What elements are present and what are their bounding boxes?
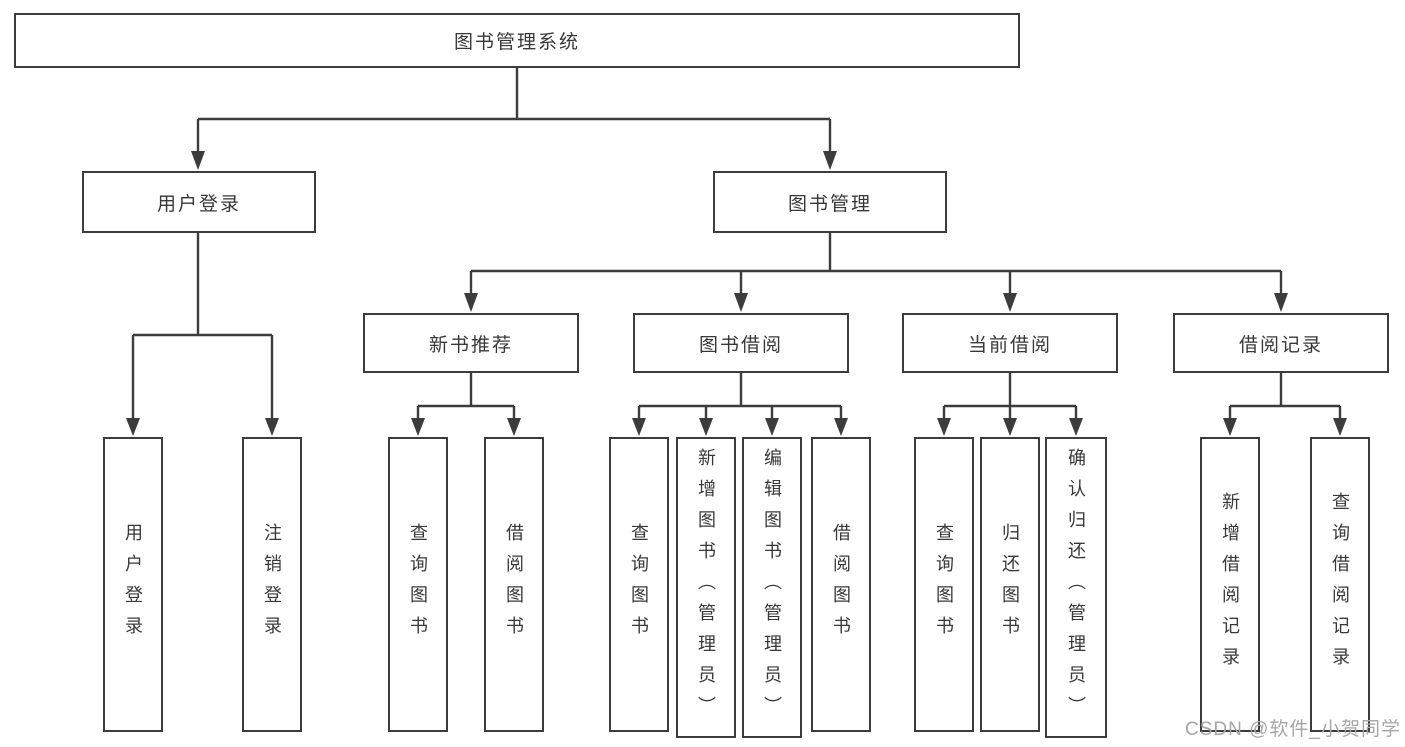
node-user-login-label: 用户登录 <box>156 193 241 215</box>
edge-records-to-leaves <box>1228 373 1342 419</box>
leaf-add-books-admin: 新增图书（管理员） <box>676 437 736 738</box>
edge-userlogin-to-leaves <box>131 233 274 419</box>
node-current-borrowing-label: 当前借阅 <box>967 334 1052 356</box>
edge-newrec-to-leaves <box>416 373 516 419</box>
leaf-query-books-borrowing: 查询图书 <box>609 437 669 732</box>
node-book-borrowing: 图书借阅 <box>633 313 849 373</box>
node-book-borrowing-label: 图书借阅 <box>698 334 783 356</box>
arrowheads <box>126 151 1347 436</box>
node-root-library-management-system: 图书管理系统 <box>14 13 1020 68</box>
leaf-logout: 注销登录 <box>242 437 302 732</box>
leaf-return-books: 归还图书 <box>980 437 1040 732</box>
edge-current-to-leaves <box>942 373 1078 419</box>
csdn-watermark: CSDN @软件_小贺同学 <box>1185 719 1401 740</box>
edge-borrowing-to-leaves <box>637 373 843 419</box>
leaf-query-borrow-record: 查询借阅记录 <box>1310 437 1370 732</box>
node-borrowing-records-label: 借阅记录 <box>1238 334 1323 356</box>
node-book-management-label: 图书管理 <box>787 193 872 215</box>
edge-bookmgmt-to-level3 <box>469 233 1283 295</box>
node-new-book-recommend-label: 新书推荐 <box>428 334 513 356</box>
leaf-user-login: 用户登录 <box>103 437 163 732</box>
leaf-confirm-return-admin: 确认归还（管理员） <box>1045 437 1107 738</box>
leaf-query-books-current: 查询图书 <box>914 437 974 732</box>
leaf-query-books-recommend: 查询图书 <box>388 437 448 732</box>
node-root-label: 图书管理系统 <box>453 32 580 53</box>
node-user-login: 用户登录 <box>82 171 316 233</box>
node-borrowing-records: 借阅记录 <box>1173 313 1389 373</box>
edge-root-to-level2 <box>196 68 832 153</box>
node-new-book-recommend: 新书推荐 <box>363 313 579 373</box>
leaf-edit-books-admin: 编辑图书（管理员） <box>742 437 802 738</box>
leaf-borrow-books-recommend: 借阅图书 <box>484 437 544 732</box>
node-current-borrowing: 当前借阅 <box>902 313 1118 373</box>
leaf-add-borrow-record: 新增借阅记录 <box>1200 437 1260 732</box>
node-book-management: 图书管理 <box>713 171 947 233</box>
leaf-borrow-books: 借阅图书 <box>811 437 871 732</box>
